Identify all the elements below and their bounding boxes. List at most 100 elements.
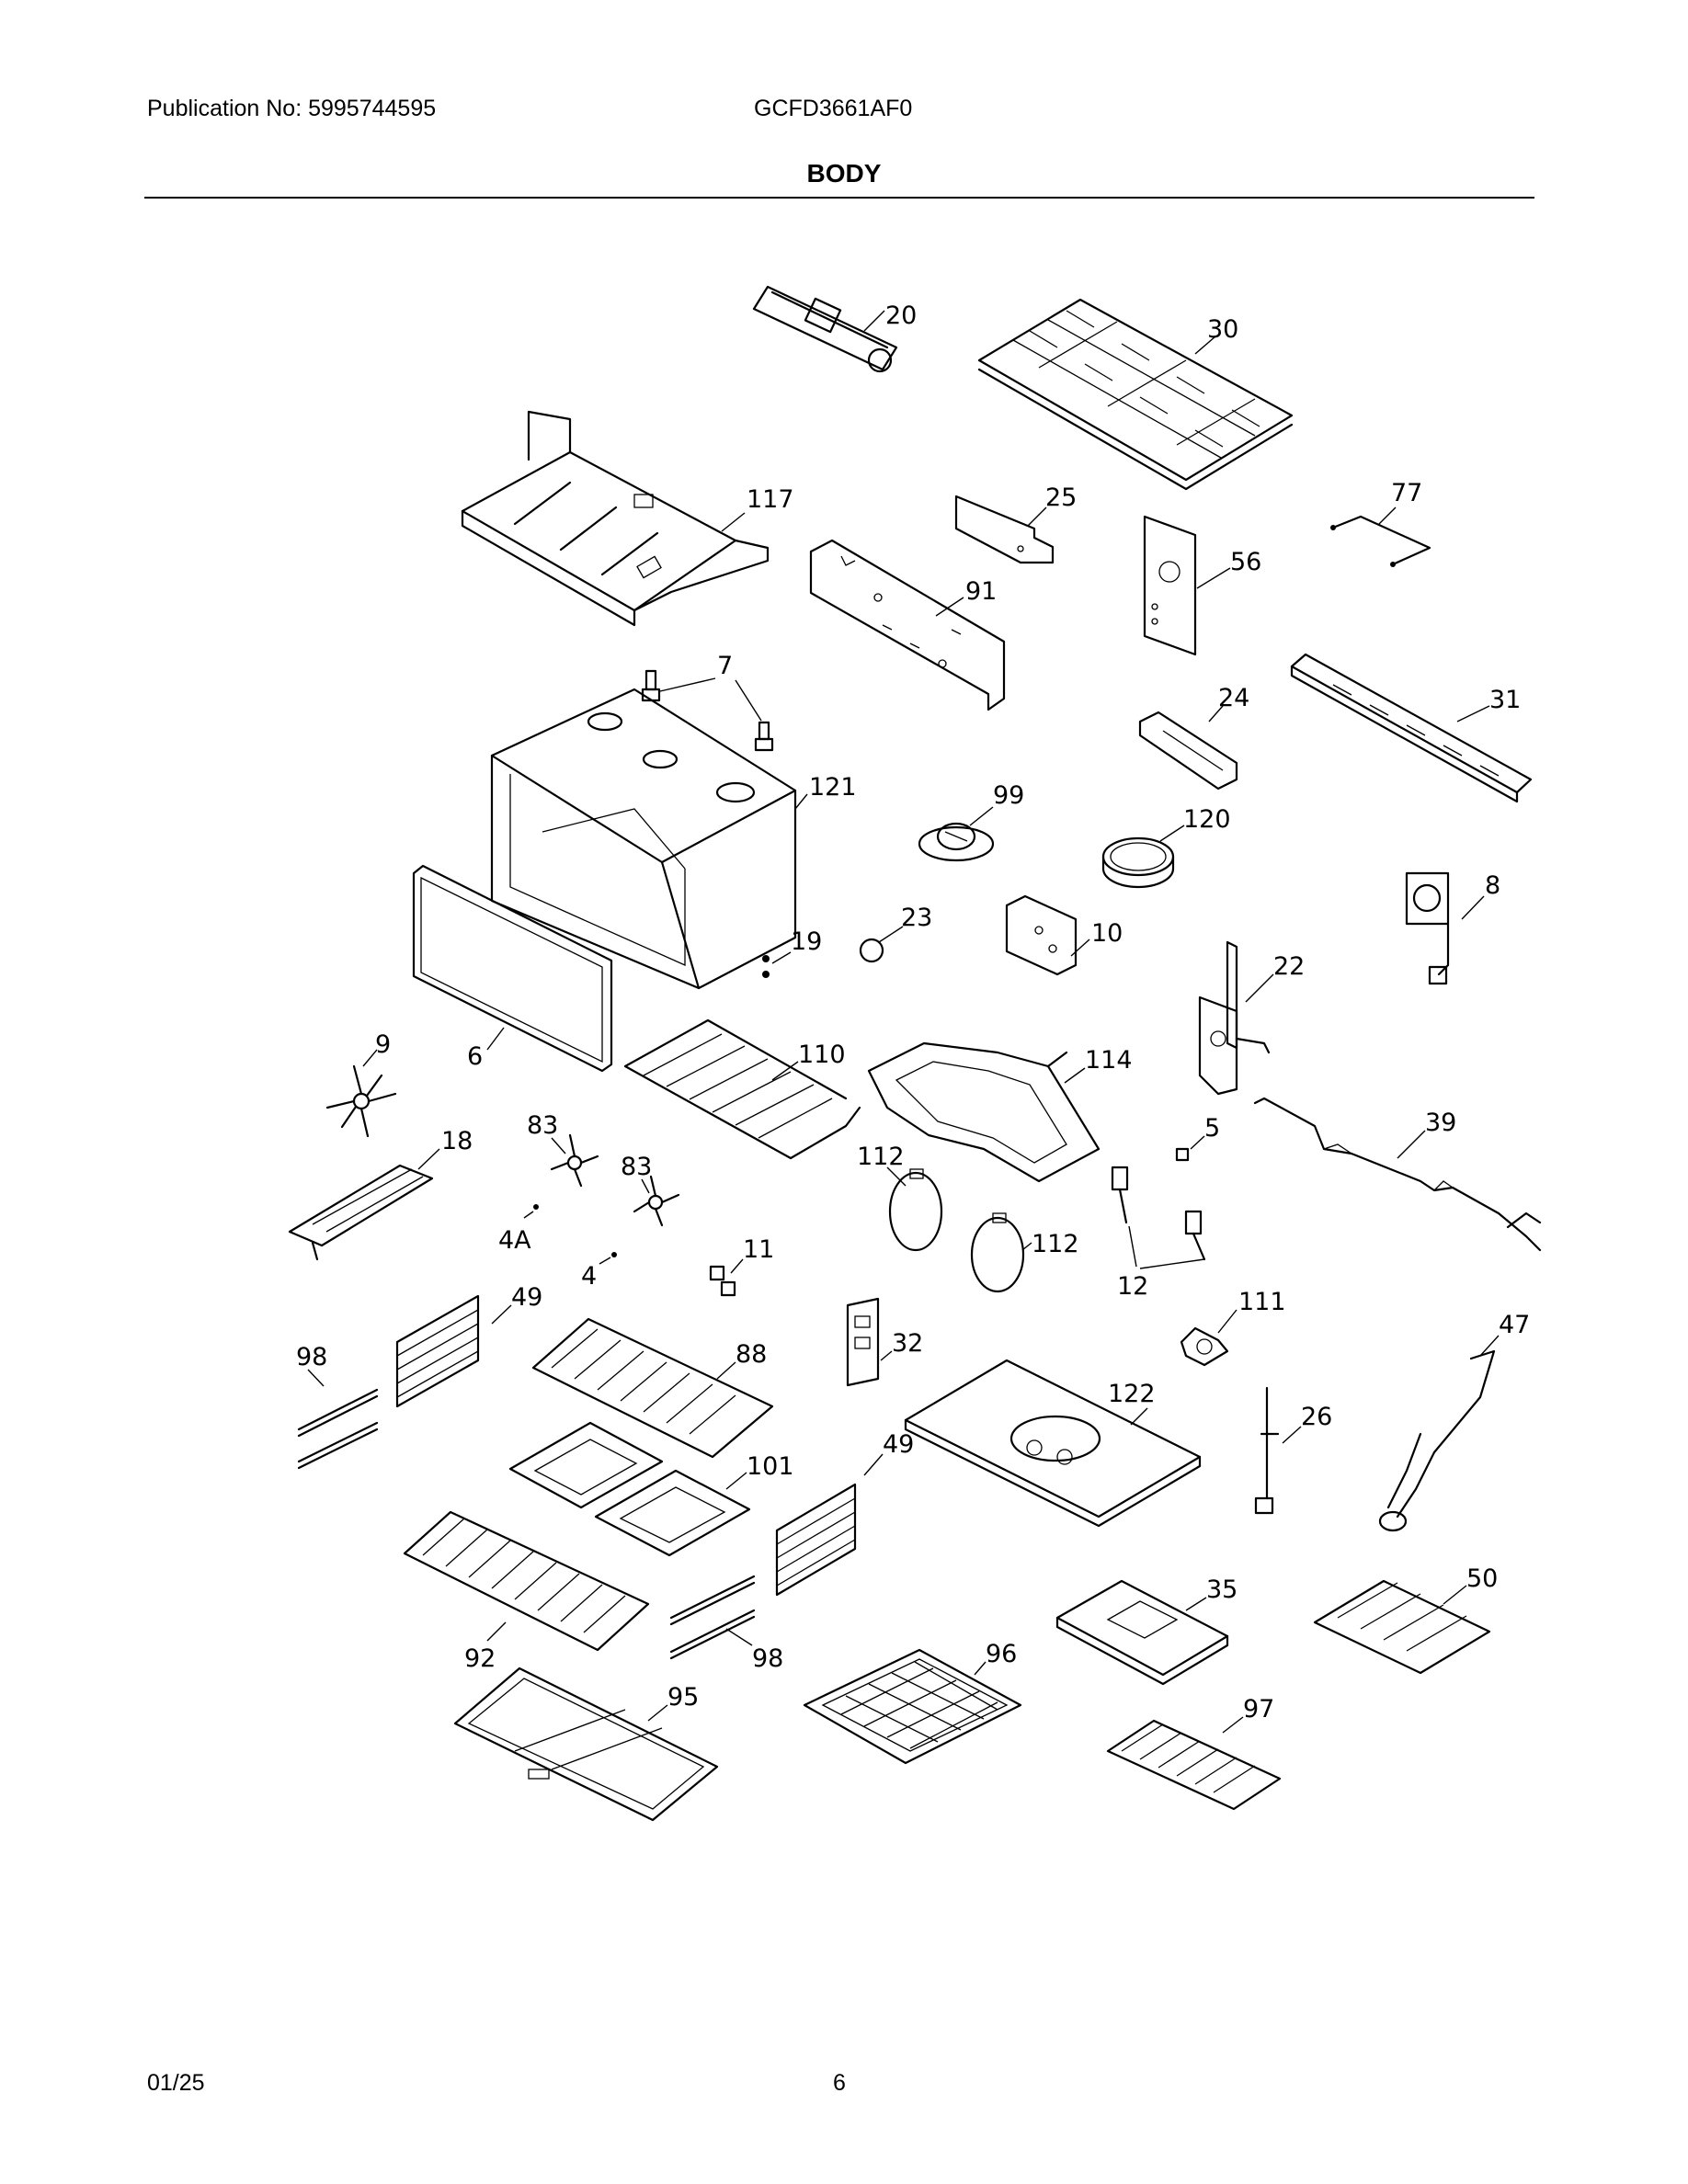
- part-39-drawing: [1253, 1097, 1542, 1252]
- part-label-39: 39: [1425, 1109, 1456, 1137]
- part-label-9: 9: [375, 1030, 391, 1059]
- leader-12a: [1128, 1225, 1137, 1268]
- leader-117: [721, 512, 746, 532]
- part-98a-drawing: [297, 1388, 379, 1470]
- leader-8: [1461, 895, 1485, 920]
- part-5-drawing: [1175, 1147, 1190, 1162]
- part-label-96: 96: [986, 1640, 1017, 1668]
- leader-5: [1190, 1135, 1205, 1150]
- part-label-112b: 112: [1032, 1230, 1079, 1258]
- part-label-20: 20: [885, 301, 917, 330]
- leader-98b: [725, 1628, 753, 1646]
- leader-39: [1397, 1130, 1426, 1159]
- leader-23: [878, 926, 904, 943]
- part-31-drawing: [1290, 653, 1533, 803]
- footer-date: 01/25: [147, 2070, 205, 2096]
- part-22-drawing: [1198, 940, 1271, 1096]
- leader-11: [730, 1258, 744, 1274]
- leader-32: [880, 1350, 893, 1361]
- part-97-drawing: [1106, 1719, 1282, 1811]
- part-label-114: 114: [1085, 1046, 1133, 1075]
- leader-114: [1064, 1067, 1086, 1084]
- part-101-drawing: [508, 1421, 751, 1557]
- part-99-drawing: [918, 822, 995, 862]
- leader-56: [1196, 567, 1231, 589]
- part-95-drawing: [453, 1666, 719, 1822]
- page-number: 6: [833, 2070, 846, 2096]
- part-9-drawing: [325, 1064, 397, 1138]
- part-label-120: 120: [1183, 805, 1231, 834]
- leader-4A: [523, 1211, 534, 1219]
- part-label-56: 56: [1230, 548, 1261, 576]
- part-label-50: 50: [1466, 1564, 1498, 1593]
- part-label-24: 24: [1218, 684, 1249, 712]
- leader-122: [1130, 1407, 1148, 1426]
- leader-96: [974, 1661, 987, 1676]
- part-label-4: 4: [581, 1262, 597, 1291]
- part-label-88: 88: [736, 1340, 767, 1369]
- leader-77: [1378, 506, 1397, 525]
- leader-121: [794, 793, 808, 810]
- leader-99: [969, 806, 994, 826]
- part-label-23: 23: [901, 904, 932, 932]
- part-label-32: 32: [892, 1329, 923, 1358]
- part-label-19: 19: [791, 927, 822, 956]
- part-label-101: 101: [747, 1452, 794, 1481]
- part-122-drawing: [904, 1359, 1202, 1528]
- leader-7b: [735, 679, 762, 722]
- part-label-12: 12: [1117, 1272, 1148, 1301]
- leader-35: [1185, 1597, 1207, 1611]
- part-label-49a: 49: [511, 1283, 542, 1312]
- part-label-30: 30: [1207, 315, 1238, 344]
- leader-26: [1282, 1426, 1302, 1444]
- part-18-drawing: [288, 1164, 434, 1261]
- leader-91: [935, 597, 964, 617]
- leader-4: [599, 1257, 611, 1265]
- part-4A-drawing: [533, 1204, 539, 1210]
- leader-112a: [886, 1166, 907, 1187]
- part-32-drawing: [846, 1297, 880, 1387]
- leader-83b: [641, 1178, 650, 1194]
- part-label-4A: 4A: [498, 1226, 531, 1255]
- part-91-drawing: [809, 539, 1006, 711]
- leader-97: [1222, 1716, 1244, 1734]
- part-49b-drawing: [775, 1483, 857, 1597]
- part-11-drawing: [709, 1265, 736, 1297]
- part-label-18: 18: [441, 1127, 473, 1155]
- part-10-drawing: [1005, 894, 1078, 976]
- part-label-97: 97: [1243, 1695, 1274, 1723]
- part-98b-drawing: [669, 1575, 756, 1660]
- part-label-47: 47: [1499, 1311, 1530, 1339]
- part-114-drawing: [867, 1041, 1101, 1183]
- leader-50: [1443, 1585, 1467, 1605]
- part-label-121: 121: [809, 773, 857, 802]
- leader-25: [1027, 506, 1047, 527]
- part-56-drawing: [1143, 515, 1197, 656]
- leader-112b: [1021, 1242, 1032, 1251]
- part-label-95: 95: [667, 1683, 699, 1712]
- leader-18: [417, 1148, 440, 1170]
- part-50-drawing: [1313, 1579, 1491, 1675]
- part-112b-drawing: [970, 1212, 1025, 1293]
- part-label-5: 5: [1204, 1114, 1220, 1143]
- part-label-25: 25: [1045, 483, 1077, 512]
- part-12-drawing: [1111, 1166, 1206, 1261]
- leader-31: [1456, 705, 1490, 722]
- part-25-drawing: [954, 495, 1055, 564]
- leader-98a: [307, 1369, 325, 1387]
- leader-120: [1159, 825, 1185, 842]
- leader-111: [1217, 1309, 1237, 1334]
- leader-49a: [491, 1304, 512, 1325]
- part-label-83b: 83: [621, 1153, 652, 1181]
- part-label-98a: 98: [296, 1343, 327, 1371]
- part-label-10: 10: [1091, 919, 1123, 948]
- leader-7a: [659, 677, 716, 692]
- part-110-drawing: [623, 1018, 861, 1160]
- part-24-drawing: [1138, 711, 1238, 791]
- part-96-drawing: [803, 1648, 1022, 1765]
- part-label-31: 31: [1489, 686, 1521, 714]
- part-label-77: 77: [1391, 479, 1422, 507]
- part-7-drawing: [641, 669, 774, 752]
- leader-92: [486, 1621, 507, 1642]
- leader-19: [771, 951, 792, 964]
